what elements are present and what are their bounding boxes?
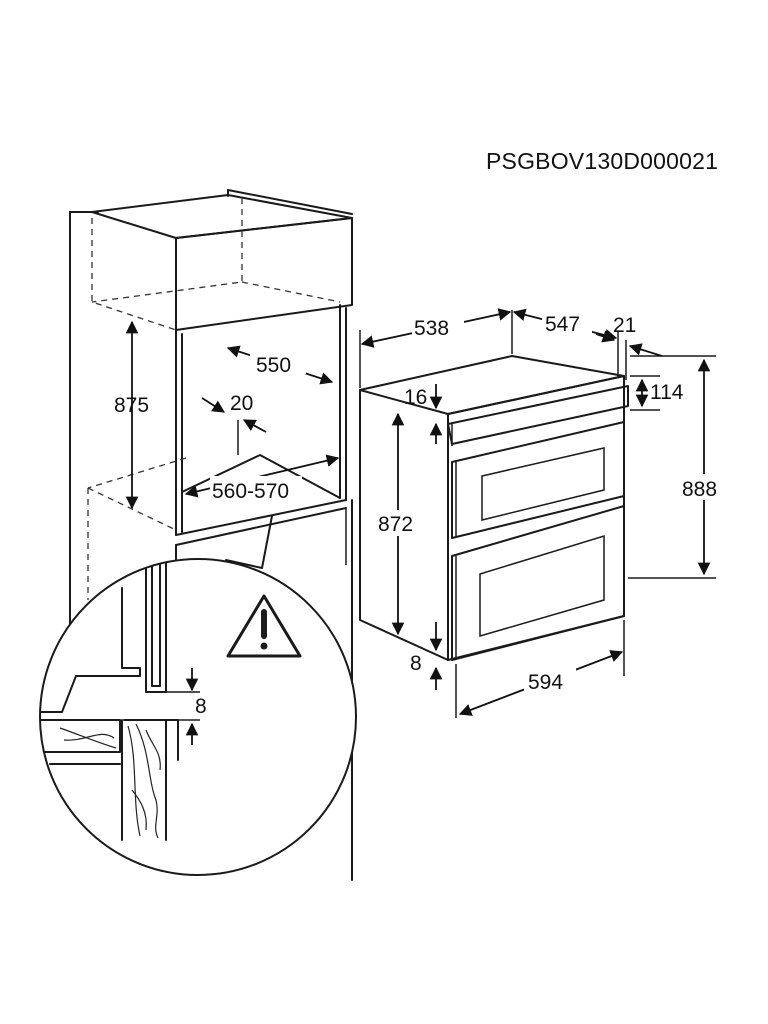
cabinet-hidden-line-floor: [241, 281, 341, 303]
top-oven-door: [451, 421, 625, 539]
oven-wall-inner-profile: [151, 559, 161, 687]
warning-triangle-icon: [226, 594, 302, 658]
wood-grain-1: [59, 727, 117, 749]
oven-side: [359, 389, 449, 661]
cabinet-top-box-top: [91, 194, 353, 239]
depth-body-label: 547: [545, 313, 580, 336]
side-panel-profile: [40, 587, 141, 713]
niche-width-label: 560-570: [212, 480, 289, 503]
top-offset-label: 16: [404, 386, 427, 409]
main-oven-window: [479, 534, 605, 637]
control-panel: [447, 385, 629, 445]
niche-depth-label: 550: [256, 354, 291, 377]
door-thickness-label: 21: [613, 314, 636, 337]
oven-dimensions: 538 547 21 114 16 872 888 8: [359, 308, 728, 718]
body-height-label: 872: [378, 513, 413, 536]
door-thickness-arrow-left: [595, 330, 616, 343]
cabinet-dimensions: 875 550 20 560-570: [114, 320, 340, 510]
top-panel-height-label: 114: [650, 381, 684, 404]
cabinet-hidden-lines-top: [91, 218, 177, 331]
niche-height-label: 875: [114, 394, 149, 417]
rear-gap-arrow-left: [201, 397, 226, 413]
wood-grain-5: [145, 729, 161, 771]
oven-drawing: [359, 355, 629, 661]
width-label-bg: [524, 668, 576, 694]
wood-grain-4: [135, 723, 159, 839]
total-height-label: 888: [682, 478, 717, 501]
wood-grain-6: [131, 789, 147, 831]
cabinet-top-box-front: [175, 217, 353, 331]
niche-floor-front-lower: [175, 507, 347, 546]
wood-grain-3: [127, 725, 141, 837]
detail-circle: 8: [39, 558, 357, 876]
main-oven-door: [451, 505, 625, 661]
cabinet-rear-top-edge: [227, 189, 353, 215]
niche-width-label-bg: [210, 476, 302, 500]
shelf-profile: [40, 719, 121, 753]
body-height-label-bg: [376, 510, 420, 536]
wood-grain-2: [63, 733, 115, 741]
total-height-label-bg: [680, 474, 728, 500]
niche-depth-label-bg: [250, 350, 306, 374]
width-label: 594: [528, 671, 563, 694]
detail-callout-leader: [225, 515, 273, 569]
depth-body-label-bg: [542, 312, 592, 336]
rear-gap-label: 20: [230, 392, 253, 415]
top-oven-window: [481, 447, 605, 521]
rear-gap-arrow-right: [242, 419, 267, 433]
oven-wall-profile: [145, 559, 167, 693]
lower-cabinet-hidden-rear: [87, 457, 187, 489]
door-thickness-arrow: [628, 343, 663, 357]
depth-total-label-bg: [412, 314, 464, 338]
depth-total-label: 538: [414, 317, 449, 340]
gap-label: 8: [195, 695, 207, 718]
cabinet-drawing: [69, 189, 353, 881]
niche-floor-front: [175, 499, 347, 536]
model-code: PSGBOV130D000021: [486, 148, 719, 174]
cabinet-hidden-lines-rear: [91, 198, 243, 303]
bottom-offset-label: 8: [410, 652, 422, 675]
